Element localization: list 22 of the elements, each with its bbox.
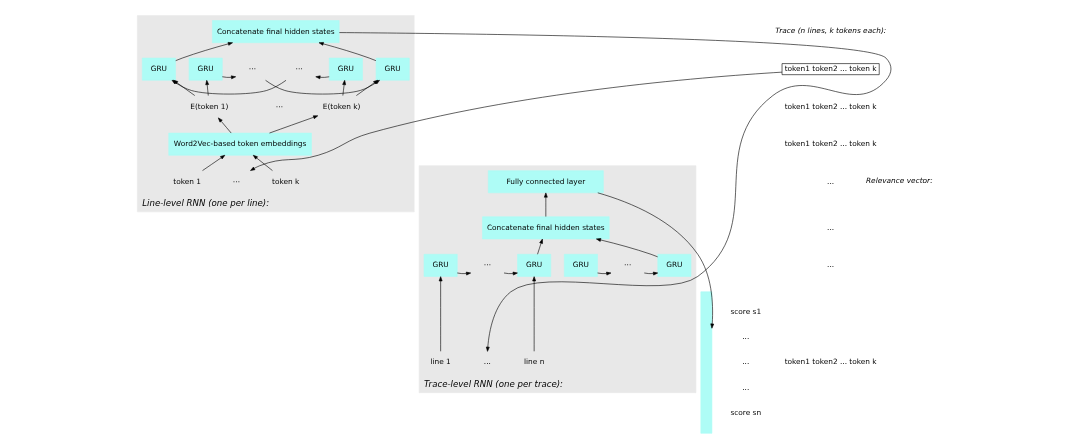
arrow <box>175 42 233 61</box>
arrow <box>544 192 548 217</box>
arrow <box>269 115 319 134</box>
arrow <box>597 271 612 276</box>
arrow <box>205 80 209 96</box>
arrow <box>339 32 892 352</box>
arrow <box>532 276 536 352</box>
arrow <box>537 238 543 255</box>
arrow <box>221 75 236 80</box>
arrow <box>318 42 377 61</box>
arrow <box>342 80 346 96</box>
arrow <box>643 271 658 276</box>
arrow <box>438 276 443 352</box>
arrow <box>250 71 783 171</box>
arrow <box>202 154 226 171</box>
arrow <box>597 192 715 329</box>
arrow <box>218 117 232 134</box>
arrow <box>503 271 518 276</box>
arrow <box>252 154 273 171</box>
arrow <box>315 75 330 80</box>
arrow <box>596 238 658 258</box>
arrow <box>456 271 471 276</box>
